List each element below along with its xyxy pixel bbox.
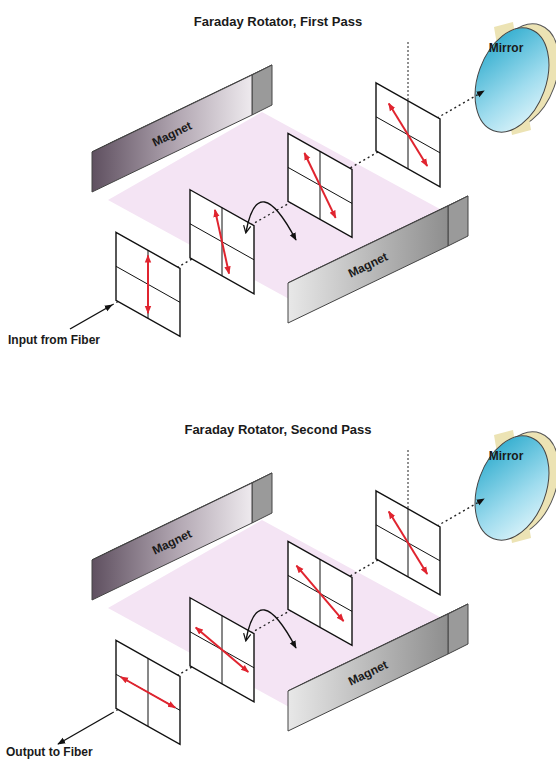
mirror-label: Mirror (489, 41, 524, 55)
polarization-arrow (304, 153, 335, 218)
polarization-frame (190, 190, 254, 294)
rotation-arrow (246, 610, 296, 648)
magnet-front-face (92, 483, 252, 600)
second-pass-panel (58, 422, 556, 745)
panel-title: Faraday Rotator, First Pass (194, 15, 362, 29)
output-label: Output to Fiber (6, 745, 93, 759)
mirror-face (462, 18, 556, 143)
input-arrow (70, 305, 112, 329)
mirror-label: Mirror (489, 449, 524, 463)
polarization-frame (376, 83, 440, 187)
magnet-end-face (252, 65, 272, 115)
rotation-arrow (246, 202, 296, 240)
polarization-arrow (121, 677, 175, 708)
polarization-frame (288, 541, 352, 645)
polarization-arrow (389, 512, 427, 575)
output-arrow (58, 713, 112, 744)
magnet-end-face (252, 473, 272, 523)
reference-line (408, 450, 409, 508)
panel-title: Faraday Rotator, Second Pass (184, 423, 371, 437)
magnet-end-face (448, 196, 468, 246)
polarization-arrow (147, 255, 149, 313)
magnet-front-face (92, 75, 252, 192)
magnet-end-face (448, 604, 468, 654)
polarization-arrow (215, 210, 229, 274)
polarization-arrow (296, 566, 343, 621)
polarization-frame (116, 640, 180, 744)
polarization-frame (116, 232, 180, 336)
polarization-frame (288, 133, 352, 237)
magnet-front-face (288, 614, 448, 731)
mirror-face (462, 426, 556, 551)
polarization-arrow (196, 627, 249, 672)
magnet-front-face (288, 206, 448, 323)
reference-line (408, 42, 409, 100)
first-pass-panel (70, 14, 556, 337)
frame-grid-line (148, 250, 149, 318)
input-label: Input from Fiber (8, 333, 100, 347)
polarization-frame (376, 491, 440, 595)
frame-grid-line (116, 674, 180, 710)
polarization-arrow (389, 104, 427, 167)
polarization-frame (190, 598, 254, 702)
